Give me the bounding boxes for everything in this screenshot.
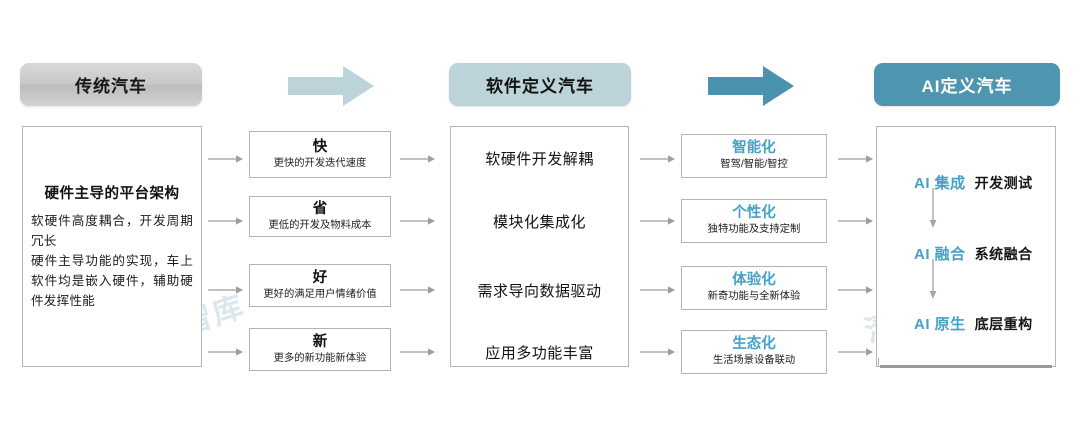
connector-arrow-icon — [640, 154, 676, 164]
sdv-item: 应用多功能丰富 — [485, 344, 594, 362]
connector-arrow-icon — [400, 347, 436, 357]
sdv-item: 软硬件开发解耦 — [485, 150, 594, 168]
capability-title: 智能化 — [732, 140, 776, 156]
connector-arrow-icon — [838, 285, 874, 295]
benefit-subtitle: 更多的新功能新体验 — [273, 352, 367, 364]
connector-arrow-icon — [838, 347, 874, 357]
capability-subtitle: 生活场景设备联动 — [712, 355, 796, 366]
capability-box: 生态化 生活场景设备联动 — [681, 330, 827, 374]
benefit-subtitle: 更低的开发及物料成本 — [268, 219, 372, 231]
header-pill-ai: AI定义汽车 — [874, 63, 1060, 106]
capability-title: 个性化 — [732, 205, 776, 221]
down-arrow-icon — [928, 259, 938, 301]
connector-arrow-icon — [400, 154, 436, 164]
connector-arrow-icon — [208, 154, 244, 164]
legacy-paragraph: 软硬件高度耦合，开发周期冗长 — [31, 214, 193, 248]
ai-stage-row: AI 集成 开发测试 — [914, 172, 1033, 193]
ai-stage-key: AI 集成 — [914, 175, 966, 192]
connector-arrow-icon — [838, 154, 874, 164]
panel-ai-baseline — [880, 365, 1052, 368]
connector-arrow-icon — [208, 347, 244, 357]
benefit-box: 好 更好的满足用户情绪价值 — [249, 264, 391, 307]
capability-box: 体验化 新奇功能与全新体验 — [681, 266, 827, 310]
connector-arrow-icon — [400, 285, 436, 295]
legacy-title: 硬件主导的平台架构 — [44, 186, 180, 202]
sdv-item: 模块化集成化 — [492, 213, 586, 231]
benefit-title: 新 — [312, 333, 328, 350]
connector-arrow-icon — [838, 216, 874, 226]
capability-subtitle: 新奇功能与全新体验 — [707, 291, 801, 302]
capability-box: 智能化 智驾/智能/智控 — [681, 134, 827, 178]
sdv-item: 需求导向数据驱动 — [477, 282, 602, 300]
ai-stage-key: AI 融合 — [914, 246, 966, 263]
ai-stage-row: AI 融合 系统融合 — [914, 243, 1033, 264]
legacy-panel-content: 硬件主导的平台架构 软硬件高度耦合，开发周期冗长 硬件主导功能的实现，车上软件均… — [22, 126, 202, 367]
capability-subtitle: 智驾/智能/智控 — [720, 159, 788, 170]
connector-arrow-icon — [208, 216, 244, 226]
connector-arrow-icon — [208, 285, 244, 295]
legacy-paragraph: 硬件主导功能的实现，车上软件均是嵌入硬件，辅助硬件发挥性能 — [31, 254, 193, 308]
connector-arrow-icon — [400, 216, 436, 226]
benefit-title: 快 — [312, 138, 328, 155]
benefit-title: 好 — [312, 269, 328, 286]
connector-arrow-icon — [640, 347, 676, 357]
benefit-box: 省 更低的开发及物料成本 — [249, 196, 391, 237]
benefit-subtitle: 更好的满足用户情绪价值 — [263, 288, 377, 300]
panel-ai-axis-tick — [878, 358, 879, 367]
ai-stage-key: AI 原生 — [914, 316, 966, 333]
benefit-title: 省 — [312, 200, 328, 217]
capability-subtitle: 独特功能及支持定制 — [707, 224, 801, 235]
benefit-subtitle: 更快的开发迭代速度 — [273, 157, 367, 169]
capability-title: 生态化 — [732, 336, 776, 352]
ai-stage-row: AI 原生 底层重构 — [914, 313, 1033, 334]
ai-stage-value: 底层重构 — [974, 316, 1033, 332]
benefit-box: 新 更多的新功能新体验 — [249, 328, 391, 371]
ai-stage-value: 系统融合 — [974, 246, 1033, 262]
connector-arrow-icon — [640, 216, 676, 226]
benefit-box: 快 更快的开发迭代速度 — [249, 131, 391, 178]
panel-sdv — [450, 126, 629, 367]
block-arrow-right-icon — [288, 66, 374, 106]
down-arrow-icon — [928, 188, 938, 230]
capability-box: 个性化 独特功能及支持定制 — [681, 199, 827, 243]
header-pill-sdv: 软件定义汽车 — [449, 63, 631, 106]
block-arrow-right-icon — [708, 66, 794, 106]
ai-stage-value: 开发测试 — [974, 175, 1033, 191]
panel-legacy — [22, 126, 202, 367]
connector-arrow-icon — [640, 285, 676, 295]
header-pill-legacy: 传统汽车 — [20, 63, 202, 106]
capability-title: 体验化 — [732, 272, 776, 288]
